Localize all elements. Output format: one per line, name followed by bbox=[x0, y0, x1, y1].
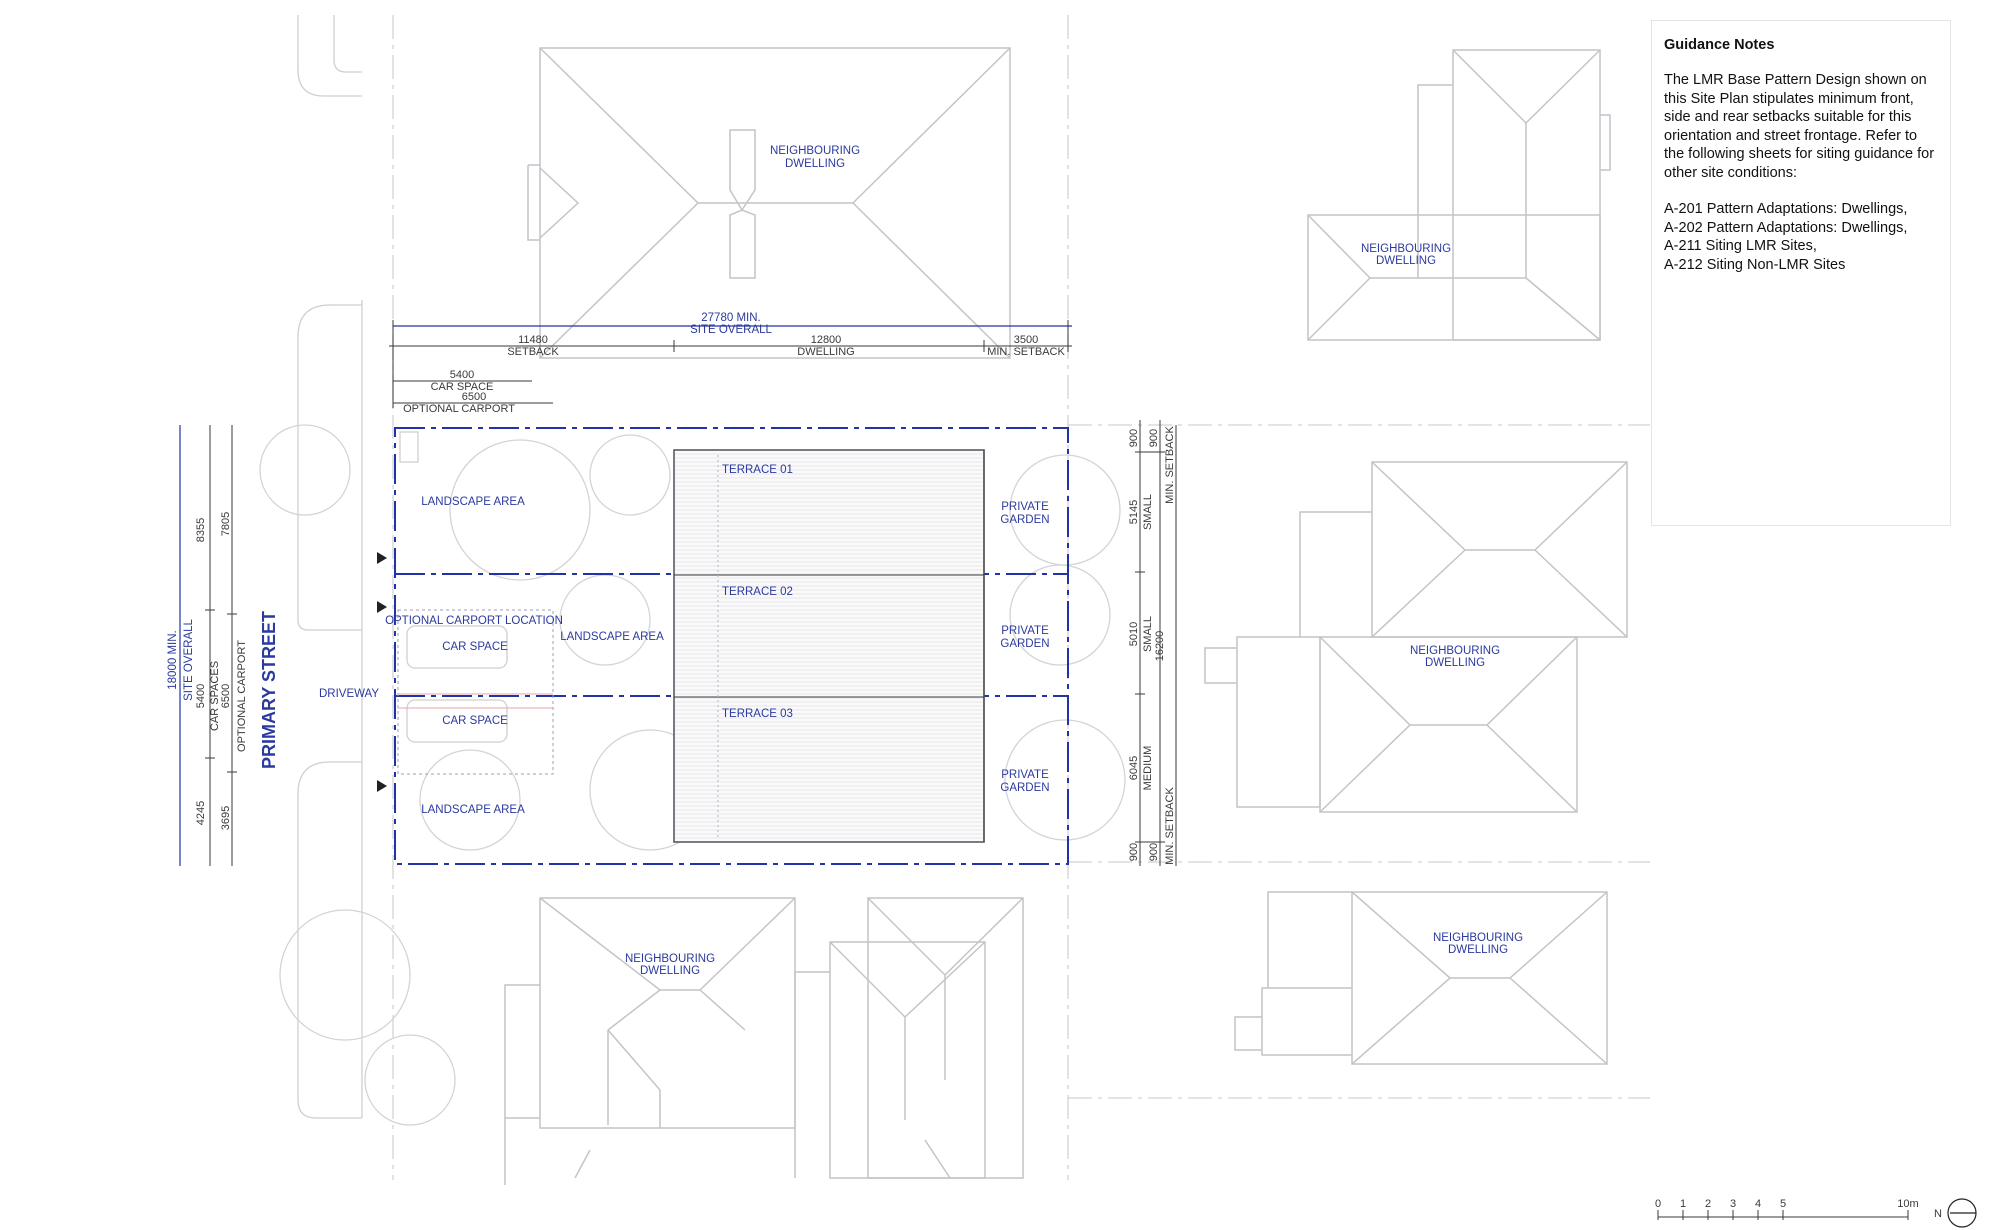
private-garden-label-1b: GARDEN bbox=[1000, 514, 1049, 526]
dim-left-overall-value: 18000 MIN. bbox=[167, 630, 179, 689]
primary-street-label: PRIMARY STREET bbox=[259, 611, 279, 769]
guidance-ref-item: A-201 Pattern Adaptations: Dwellings, bbox=[1664, 201, 1908, 217]
private-garden-label-3: PRIVATE bbox=[1001, 769, 1049, 781]
scale-bar: 0 1 2 3 4 5 10m bbox=[1655, 1198, 1919, 1220]
dim-left-top-b: 7805 bbox=[220, 512, 232, 536]
dim-carport-value: 6500 bbox=[462, 391, 486, 403]
dimension-texts: 27780 MIN. SITE OVERALL 11480 SETBACK 12… bbox=[167, 312, 1176, 865]
neighbour-right bbox=[1204, 461, 1628, 813]
car-spaces bbox=[397, 431, 554, 775]
neighbour-label-top-2: DWELLING bbox=[785, 158, 845, 170]
neighbour-top-right bbox=[1307, 49, 1611, 341]
guidance-notes-title: Guidance Notes bbox=[1664, 37, 1775, 53]
terrace-03-label: TERRACE 03 bbox=[722, 708, 793, 720]
dim-right-bottom-setback-label: MIN. SETBACK bbox=[1164, 787, 1176, 865]
dim-right-top-setback-label: MIN. SETBACK bbox=[1164, 426, 1176, 504]
neighbour-label-top-right: NEIGHBOURING bbox=[1361, 243, 1451, 255]
dim-left-bottom-b: 3695 bbox=[220, 806, 232, 830]
private-garden-label-2: PRIVATE bbox=[1001, 625, 1049, 637]
landscape-label-3: LANDSCAPE AREA bbox=[421, 804, 525, 816]
guidance-ref-item: A-212 Siting Non-LMR Sites bbox=[1664, 256, 1846, 273]
dim-overall-label: SITE OVERALL bbox=[690, 324, 772, 336]
top-dimensions bbox=[389, 320, 1072, 408]
guidance-notes-refs: A-201 Pattern Adaptations: Dwellings, A-… bbox=[1664, 200, 1938, 274]
street-kerb-lines bbox=[297, 15, 1650, 1180]
scale-tick-2: 2 bbox=[1705, 1198, 1711, 1210]
neighbour-label-right: NEIGHBOURING bbox=[1410, 645, 1500, 657]
scale-tick-1: 1 bbox=[1680, 1198, 1686, 1210]
optional-carport-location-label: OPTIONAL CARPORT LOCATION bbox=[385, 615, 563, 627]
left-dimensions bbox=[179, 425, 237, 866]
neighbour-label-bottom: NEIGHBOURING bbox=[625, 953, 715, 965]
dim-right-bottom-setback: 900 bbox=[1128, 843, 1140, 861]
dim-right-top-setback: 900 bbox=[1128, 429, 1140, 447]
landscape-label-2: LANDSCAPE AREA bbox=[560, 631, 664, 643]
dim-right-small1-value: 5145 bbox=[1128, 500, 1140, 524]
private-garden-label-2b: GARDEN bbox=[1000, 638, 1049, 650]
north-arrow-icon: N bbox=[1934, 1198, 1977, 1228]
dim-carspace-label: CAR SPACE bbox=[431, 381, 494, 393]
dim-right-bottom-setback-b: 900 bbox=[1148, 843, 1160, 861]
scale-end-label: 10m bbox=[1897, 1198, 1918, 1210]
dim-setback-label: SETBACK bbox=[507, 346, 559, 358]
dim-carspace-value: 5400 bbox=[450, 369, 474, 381]
landscape-label-1: LANDSCAPE AREA bbox=[421, 496, 525, 508]
dim-right-overall-value: 16200 bbox=[1154, 631, 1166, 662]
terrace-02-label: TERRACE 02 bbox=[722, 586, 793, 598]
dim-right-small2-value: 5010 bbox=[1128, 622, 1140, 646]
scale-tick-0: 0 bbox=[1655, 1198, 1661, 1210]
terrace-building bbox=[673, 449, 985, 843]
scale-tick-5: 5 bbox=[1780, 1198, 1786, 1210]
dim-rear-value: 3500 bbox=[1014, 334, 1038, 346]
dim-carport-label: OPTIONAL CARPORT bbox=[403, 403, 515, 415]
neighbour-label-bottom-right: NEIGHBOURING bbox=[1433, 932, 1523, 944]
guidance-notes-panel: Guidance Notes The LMR Base Pattern Desi… bbox=[1651, 20, 1951, 526]
neighbour-label-top: NEIGHBOURING bbox=[770, 145, 860, 157]
neighbour-label-bottom-right-2: DWELLING bbox=[1448, 944, 1508, 956]
right-dimensions bbox=[1135, 420, 1177, 866]
dim-left-cars-value: 5400 bbox=[195, 684, 207, 708]
tree-canopies bbox=[259, 424, 1126, 1126]
dim-left-carport-label: OPTIONAL CARPORT bbox=[236, 640, 248, 752]
scale-tick-4: 4 bbox=[1755, 1198, 1761, 1210]
private-garden-label-3b: GARDEN bbox=[1000, 782, 1049, 794]
north-label: N bbox=[1934, 1208, 1942, 1220]
dim-dwelling-value: 12800 bbox=[811, 334, 842, 346]
dim-right-medium-value: 6045 bbox=[1128, 756, 1140, 780]
neighbour-bottom-right bbox=[1234, 891, 1608, 1065]
neighbour-bottom bbox=[504, 897, 1024, 1185]
dim-overall-value: 27780 MIN. bbox=[701, 312, 760, 324]
dim-left-cars-label: CAR SPACES bbox=[209, 661, 221, 731]
guidance-notes-body: The LMR Base Pattern Design shown on thi… bbox=[1664, 72, 1935, 181]
dim-rear-label: MIN. SETBACK bbox=[987, 346, 1065, 358]
dim-right-medium-label: MEDIUM bbox=[1142, 746, 1154, 791]
car-space-label-1: CAR SPACE bbox=[442, 641, 508, 653]
dim-left-top-a: 8355 bbox=[195, 518, 207, 542]
dim-right-small1-label: SMALL bbox=[1142, 494, 1154, 530]
dim-right-small2-label: SMALL bbox=[1142, 616, 1154, 652]
neighbour-top bbox=[527, 47, 1011, 359]
car-space-label-2: CAR SPACE bbox=[442, 715, 508, 727]
entry-arrows bbox=[377, 552, 387, 792]
dim-left-carport-value: 6500 bbox=[220, 684, 232, 708]
dim-right-top-setback-b: 900 bbox=[1148, 429, 1160, 447]
dim-left-overall-label: SITE OVERALL bbox=[183, 618, 195, 700]
guidance-ref-item: A-202 Pattern Adaptations: Dwellings, bbox=[1664, 219, 1908, 236]
driveway-label: DRIVEWAY bbox=[319, 688, 379, 700]
guidance-ref-item: A-211 Siting LMR Sites, bbox=[1664, 238, 1817, 254]
terrace-01-label: TERRACE 01 bbox=[722, 464, 793, 476]
neighbour-label-right-2: DWELLING bbox=[1425, 657, 1485, 669]
private-garden-label-1: PRIVATE bbox=[1001, 501, 1049, 513]
dim-dwelling-label: DWELLING bbox=[797, 346, 854, 358]
scale-tick-3: 3 bbox=[1730, 1198, 1736, 1210]
dim-setback-value: 11480 bbox=[518, 334, 548, 346]
plan-labels: NEIGHBOURING DWELLING NEIGHBOURING DWELL… bbox=[259, 145, 1523, 977]
neighbour-label-top-right-2: DWELLING bbox=[1376, 255, 1436, 267]
neighbour-label-bottom-2: DWELLING bbox=[640, 965, 700, 977]
dim-left-bottom-a: 4245 bbox=[195, 801, 207, 825]
